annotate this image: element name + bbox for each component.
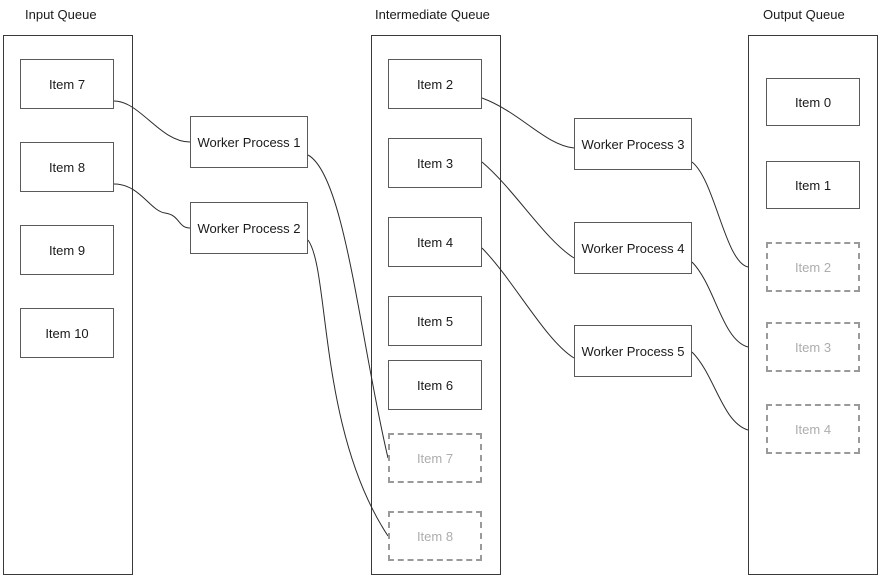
item-label: Item 8 xyxy=(48,159,86,175)
item-label: Item 3 xyxy=(416,155,454,171)
item-label: Item 7 xyxy=(416,450,454,466)
worker-label: Worker Process 4 xyxy=(581,240,685,256)
edge-worker-4-to-output-item-3 xyxy=(691,261,749,348)
input-queue-item[interactable]: Item 8 xyxy=(20,142,114,192)
item-label: Item 6 xyxy=(416,377,454,393)
output-queue-title: Output Queue xyxy=(763,7,845,22)
worker-label: Worker Process 2 xyxy=(197,220,301,236)
output-queue-item[interactable]: Item 1 xyxy=(766,161,860,209)
intermediate-queue-item[interactable]: Item 6 xyxy=(388,360,482,410)
output-queue-item-pending[interactable]: Item 3 xyxy=(766,322,860,372)
intermediate-queue-title: Intermediate Queue xyxy=(375,7,490,22)
item-label: Item 2 xyxy=(794,259,832,275)
item-label: Item 7 xyxy=(48,76,86,92)
item-label: Item 0 xyxy=(794,94,832,110)
item-label: Item 10 xyxy=(45,325,89,341)
worker-process-3[interactable]: Worker Process 3 xyxy=(574,118,692,170)
input-queue-item[interactable]: Item 10 xyxy=(20,308,114,358)
item-label: Item 3 xyxy=(794,339,832,355)
worker-label: Worker Process 1 xyxy=(197,134,301,150)
intermediate-queue-item[interactable]: Item 4 xyxy=(388,217,482,267)
intermediate-queue-item[interactable]: Item 3 xyxy=(388,138,482,188)
worker-process-2[interactable]: Worker Process 2 xyxy=(190,202,308,254)
intermediate-queue-item[interactable]: Item 5 xyxy=(388,296,482,346)
output-queue-container[interactable] xyxy=(748,35,878,575)
item-label: Item 4 xyxy=(794,421,832,437)
intermediate-queue-item-pending[interactable]: Item 8 xyxy=(388,511,482,561)
input-queue-title: Input Queue xyxy=(25,7,97,22)
output-queue-item-pending[interactable]: Item 4 xyxy=(766,404,860,454)
item-label: Item 8 xyxy=(416,528,454,544)
item-label: Item 2 xyxy=(416,76,454,92)
intermediate-queue-item[interactable]: Item 2 xyxy=(388,59,482,109)
intermediate-queue-item-pending[interactable]: Item 7 xyxy=(388,433,482,483)
output-queue-item-pending[interactable]: Item 2 xyxy=(766,242,860,292)
item-label: Item 5 xyxy=(416,313,454,329)
worker-label: Worker Process 3 xyxy=(581,136,685,152)
item-label: Item 1 xyxy=(794,177,832,193)
input-queue-item[interactable]: Item 7 xyxy=(20,59,114,109)
worker-process-5[interactable]: Worker Process 5 xyxy=(574,325,692,377)
input-queue-item[interactable]: Item 9 xyxy=(20,225,114,275)
edge-worker-3-to-output-item-2 xyxy=(691,161,749,268)
output-queue-item[interactable]: Item 0 xyxy=(766,78,860,126)
worker-label: Worker Process 5 xyxy=(581,343,685,359)
item-label: Item 4 xyxy=(416,234,454,250)
worker-process-1[interactable]: Worker Process 1 xyxy=(190,116,308,168)
worker-process-4[interactable]: Worker Process 4 xyxy=(574,222,692,274)
item-label: Item 9 xyxy=(48,242,86,258)
input-queue-container[interactable] xyxy=(3,35,133,575)
edge-worker-5-to-output-item-4 xyxy=(691,351,749,431)
